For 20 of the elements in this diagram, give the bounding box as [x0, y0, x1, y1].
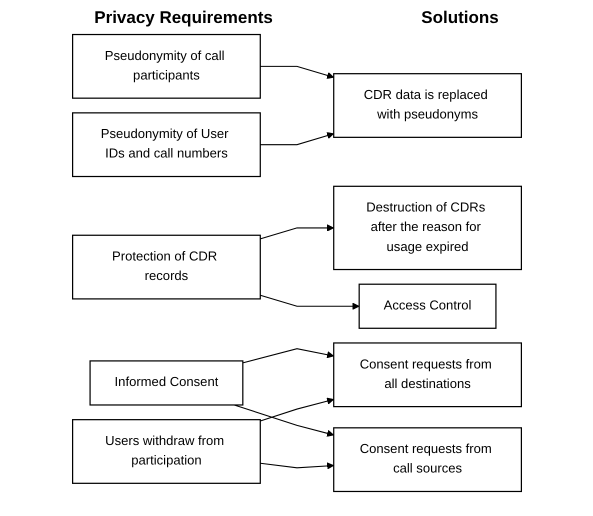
arrow — [260, 224, 334, 240]
column-heading: Solutions — [421, 8, 499, 28]
arrow — [260, 294, 359, 310]
node-box: Consent requests from call sources — [332, 427, 522, 492]
arrow — [234, 404, 334, 437]
node-box: Consent requests from all destinations — [332, 342, 522, 408]
column-heading: Privacy Requirements — [94, 8, 273, 28]
node-box: Pseudonymity of call participants — [72, 34, 260, 99]
arrow — [260, 132, 334, 146]
node-box: Protection of CDR records — [72, 234, 260, 300]
arrow — [260, 66, 334, 79]
arrow — [260, 462, 334, 470]
node-box: Access Control — [358, 284, 496, 329]
node-box: Destruction of CDRs after the reason for usage expired — [332, 186, 522, 270]
node-box: Informed Consent — [88, 360, 243, 406]
node-box: Users withdraw from participation — [72, 419, 260, 484]
arrow — [260, 398, 334, 422]
node-box: CDR data is replaced with pseudonyms — [332, 73, 522, 138]
arrow — [242, 348, 334, 364]
node-box: Pseudonymity of User IDs and call numbers — [72, 112, 260, 178]
